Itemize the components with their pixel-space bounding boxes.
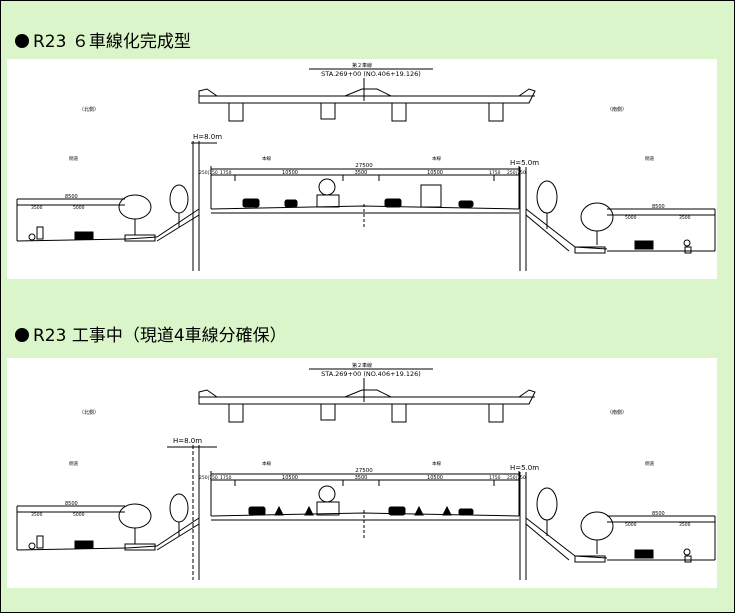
dim-right-split-a-2: 5000 <box>625 522 637 528</box>
dim-left-split-a-2: 3500 <box>31 512 43 518</box>
bullet-icon <box>15 34 29 48</box>
dim-median: 3500 <box>355 170 368 176</box>
dim-median-2: 3500 <box>355 475 368 481</box>
dim-edge-right: 250|750 <box>507 170 526 176</box>
dim-left-frontage: 8500 <box>65 194 78 200</box>
dim-left-split-a: 3500 <box>31 205 43 211</box>
zone-left-side-2: 側道 <box>69 460 78 467</box>
cross-section-construction: 第２車線 STA.269+00 (NO.406+19.126) （北側） （南側… <box>7 358 717 588</box>
height-left-2: H=8.0m <box>173 437 202 445</box>
dim-shoulder-right: 1750 <box>489 170 501 176</box>
dim-right-lanes-2: 10500 <box>427 475 443 481</box>
zone-left-main-2: 本線 <box>262 460 271 467</box>
label-north: （北側） <box>79 106 99 113</box>
section-title-complete: R23 ６車線化完成型 <box>15 27 191 52</box>
station-label-2: STA.269+00 (NO.406+19.126) <box>321 370 421 378</box>
zone-right-side: 側道 <box>645 155 654 162</box>
bullet-icon <box>15 328 29 342</box>
zone-left-side: 側道 <box>69 155 78 162</box>
zone-left-main: 本線 <box>262 155 271 162</box>
drawing-title: 第２車線 <box>352 62 372 69</box>
dim-right-split-a: 5000 <box>625 215 637 221</box>
height-right: H=5.0m <box>510 159 539 167</box>
dim-right-lanes: 10500 <box>427 170 443 176</box>
dim-left-lanes: 10500 <box>282 170 298 176</box>
zone-right-main-2: 本線 <box>432 460 441 467</box>
label-south: （南側） <box>607 106 627 113</box>
dim-left-frontage-2: 8500 <box>65 501 78 507</box>
dim-right-frontage-2: 8500 <box>652 511 665 517</box>
height-left: H=8.0m <box>193 133 222 141</box>
zone-right-side-2: 側道 <box>645 460 654 467</box>
dim-left-split-b-2: 5000 <box>73 512 85 518</box>
dim-right-split-b-2: 3500 <box>679 522 691 528</box>
cross-section-drawing: 第２車線 STA.269+00 (NO.406+19.126) （北側） （南側… <box>16 62 716 271</box>
section-title-construction: R23 工事中（現道4車線分確保） <box>15 321 287 346</box>
cross-section-drawing-construction: 第２車線 STA.269+00 (NO.406+19.126) （北側） （南側… <box>16 362 716 580</box>
dim-left-lanes-2: 10500 <box>282 475 298 481</box>
dim-total-2: 27500 <box>355 468 373 474</box>
dim-shoulder-left: 1750 <box>220 170 232 176</box>
dim-edge-right-2: 250|750 <box>507 475 526 481</box>
dim-edge-left-2: 250|750 <box>199 475 218 481</box>
dim-shoulder-left-2: 1750 <box>220 475 232 481</box>
label-south-2: （南側） <box>607 409 627 416</box>
label-north-2: （北側） <box>79 409 99 416</box>
station-label: STA.269+00 (NO.406+19.126) <box>321 70 421 78</box>
dim-edge-left: 250|750 <box>199 170 218 176</box>
cross-section-complete: 第２車線 STA.269+00 (NO.406+19.126) （北側） （南側… <box>7 59 717 279</box>
dim-total: 27500 <box>355 163 373 169</box>
dim-right-frontage: 8500 <box>652 204 665 210</box>
dim-shoulder-right-2: 1750 <box>489 475 501 481</box>
height-right-2: H=5.0m <box>510 464 539 472</box>
drawing-title-2: 第２車線 <box>352 362 372 369</box>
dim-left-split-b: 5000 <box>73 205 85 211</box>
zone-right-main: 本線 <box>432 155 441 162</box>
dim-right-split-b: 3500 <box>679 215 691 221</box>
